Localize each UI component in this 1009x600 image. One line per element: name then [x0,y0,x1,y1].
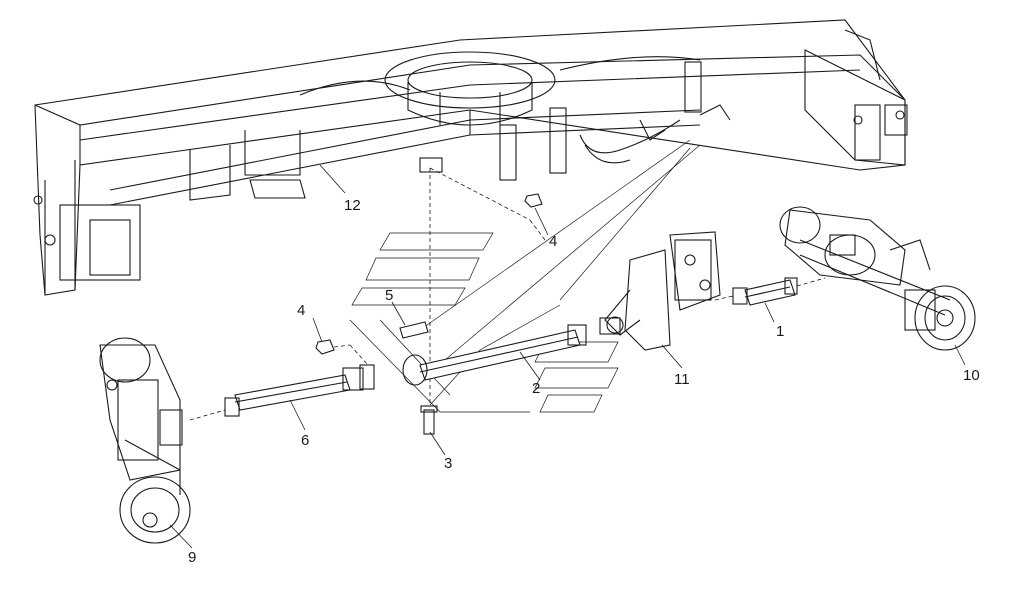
front-axle [779,206,976,351]
assembly-line-nut-2 [529,219,546,241]
shaft1-link-right [796,277,826,287]
rear-axle [99,337,191,544]
shaft1-link-left [714,295,734,301]
transmission [599,231,721,351]
callout-5: 5 [385,287,393,304]
callout-3: 3 [444,455,452,472]
callout-9: 9 [188,549,196,566]
nut-link-left [333,344,351,348]
drive-shaft-1 [732,277,798,306]
assembly-line-nut [429,167,531,221]
callout-6: 6 [301,432,309,449]
frame [33,19,908,296]
drive-shaft-6 [224,364,375,417]
callout-1: 1 [776,323,784,340]
callout-2: 2 [532,380,540,397]
bolt-5 [399,321,429,339]
callout-4-left: 4 [297,302,305,319]
shaft6-link [189,409,226,421]
leader-lines [169,164,966,549]
callout-11: 11 [674,371,690,388]
platform-guides [349,139,701,413]
callout-10: 10 [963,367,980,384]
bolt-3 [420,405,438,435]
callout-4-right: 4 [549,233,557,250]
callout-12: 12 [344,197,361,214]
drive-shaft-2 [402,324,587,386]
nut-4-left [315,339,335,355]
nut-4-right [524,193,543,208]
nut-link-left-2 [349,344,369,366]
